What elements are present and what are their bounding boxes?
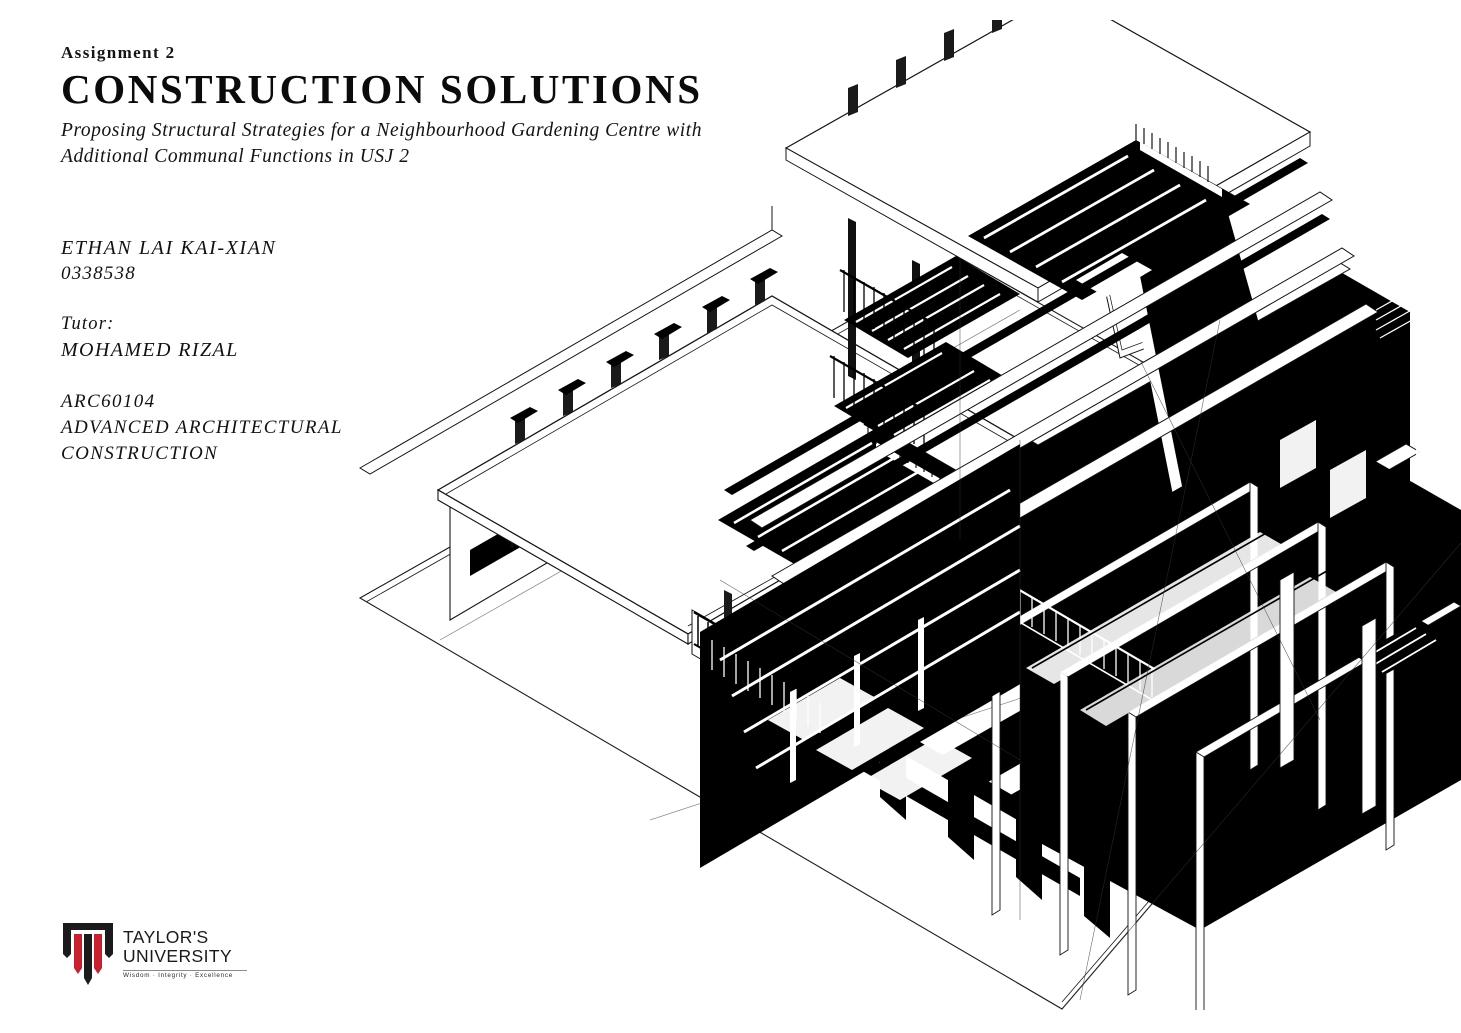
projection-lines: [719, 258, 1461, 1010]
shield-icon: [62, 920, 114, 986]
student-id: 0338538: [61, 262, 136, 284]
roof-plane-upper: [784, 20, 1312, 303]
truss-detail-right: [1375, 254, 1442, 339]
logo-tagline: Wisdom · Integrity · Excellence: [123, 972, 234, 980]
taylors-university-logo: TAYLOR'S UNIVERSITY Wisdom · Integrity ·…: [62, 918, 247, 988]
module-code: ARC60104: [61, 391, 156, 413]
logo-line-university: UNIVERSITY: [123, 945, 233, 966]
title-block: Assignment 2 CONSTRUCTION SOLUTIONS Prop…: [61, 43, 821, 169]
tutor-group: Tutor: MOHAMED RIZAL: [61, 312, 521, 363]
long-beams: [724, 158, 1379, 641]
foreground-deck: [700, 444, 1021, 868]
module-name: ADVANCED ARCHITECTURAL CONSTRUCTION: [61, 417, 343, 464]
credits-block: ETHAN LAI KAI-XIAN 0338538 Tutor: MOHAME…: [61, 236, 521, 467]
page-subtitle: Proposing Structural Strategies for a Ne…: [61, 119, 703, 167]
axonometric-drawing: [320, 20, 1461, 1010]
logo-line-taylors: TAYLOR'S: [123, 926, 209, 947]
logo-divider: [123, 969, 247, 971]
portal-frames-right: [991, 418, 1461, 1010]
tutor-name: MOHAMED RIZAL: [61, 339, 239, 362]
student-name: ETHAN LAI KAI-XIAN: [61, 237, 277, 259]
page-title: CONSTRUCTION SOLUTIONS: [61, 65, 703, 112]
logo-wordmark: TAYLOR'S UNIVERSITY Wisdom · Integrity ·…: [123, 926, 247, 980]
module-group: ARC60104 ADVANCED ARCHITECTURAL CONSTRUC…: [61, 389, 521, 466]
facade-glints: [1280, 410, 1442, 518]
tutor-label: Tutor:: [61, 314, 115, 335]
assignment-label: Assignment 2: [61, 43, 176, 62]
student-group: ETHAN LAI KAI-XIAN 0338538: [61, 236, 521, 286]
